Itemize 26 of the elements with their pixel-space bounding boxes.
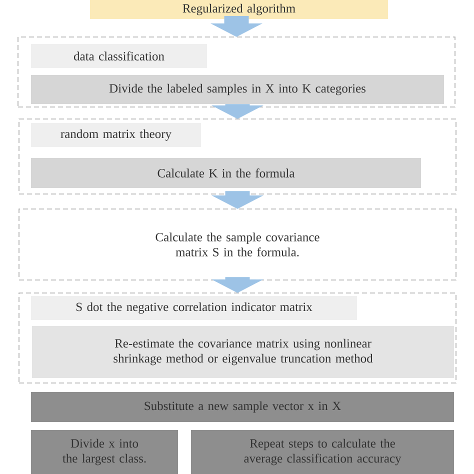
process-box: [31, 430, 178, 474]
dashed-group-box: [18, 292, 456, 384]
box-text: Substitute a new sample vector x in X: [144, 401, 341, 413]
box-text: Divide the labeled samples in X into K categories: [109, 84, 366, 96]
dashed-group-box: [18, 118, 456, 194]
process-box: [191, 430, 454, 474]
box-text: Regularized algorithm: [182, 4, 296, 16]
block-arrow: [212, 104, 263, 119]
box-text: Repeat steps to calculate the average classification accuracy: [244, 438, 402, 466]
process-box: [31, 75, 444, 104]
process-box: [31, 158, 421, 188]
box-text: S dot the negative correlation indicator matrix: [76, 302, 312, 314]
dashed-group-box: [18, 208, 456, 280]
process-box: [32, 326, 454, 378]
process-box: [90, 0, 388, 19]
dashed-group-box: [18, 36, 456, 108]
process-box: [31, 392, 454, 422]
box-text: Re-estimate the covariance matrix using nonlinear shrinkage method or eigenvalue truncation method: [114, 338, 373, 366]
block-arrow: [212, 191, 263, 209]
block-arrow: [211, 16, 262, 37]
box-text: random matrix theory: [60, 129, 172, 141]
box-text: Divide x into the largest class.: [62, 438, 146, 466]
box-text: Calculate the sample covariance matrix S in the formula.: [156, 232, 320, 256]
box-text: data classification: [74, 52, 164, 60]
block-arrow: [212, 277, 263, 293]
box-text: Calculate K in the formula: [158, 168, 295, 178]
